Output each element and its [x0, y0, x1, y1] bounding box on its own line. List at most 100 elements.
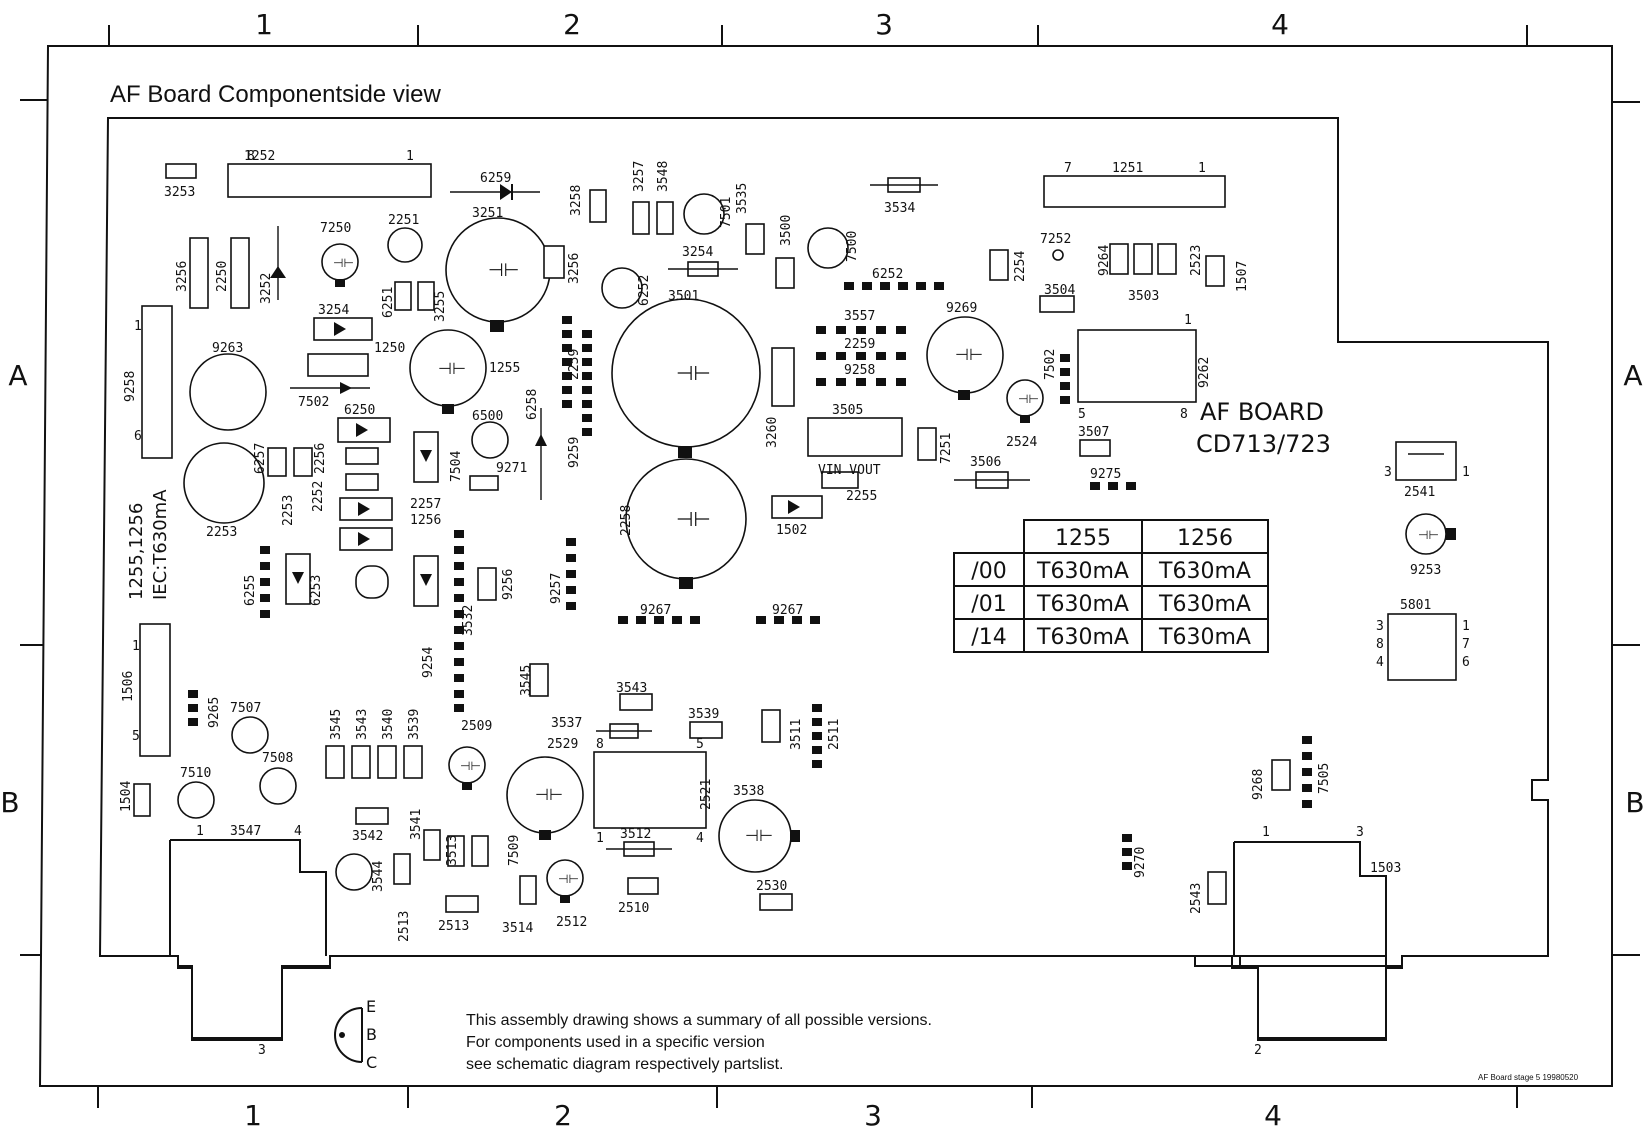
svg-text:9263: 9263 — [212, 341, 243, 356]
svg-text:B: B — [366, 1025, 377, 1044]
capacitor-2502: ⊣⊢ 9269 — [926, 301, 1004, 400]
svg-text:5801: 5801 — [1400, 598, 1431, 613]
svg-text:7502: 7502 — [298, 395, 329, 410]
svg-text:2251: 2251 — [388, 213, 419, 228]
svg-text:2511: 2511 — [827, 719, 842, 750]
grid-labels: 1 2 3 4 1 2 3 4 A A B B — [0, 8, 1644, 1131]
transistors: 7501 7500 2251 6252 6500 7507 7508 7510 … — [177, 193, 860, 892]
svg-text:⊣⊢: ⊣⊢ — [488, 260, 519, 281]
svg-text:6253: 6253 — [309, 575, 324, 606]
svg-text:1: 1 — [406, 149, 414, 164]
svg-text:8: 8 — [1376, 637, 1384, 652]
capacitor-2512: ⊣⊢ 2512 — [546, 859, 587, 930]
connector-1504-footprint — [177, 956, 331, 1039]
svg-text:3253: 3253 — [164, 185, 195, 200]
svg-text:⊣⊢: ⊣⊢ — [438, 359, 466, 378]
svg-text:4: 4 — [696, 831, 704, 846]
table-cell: /01 — [971, 592, 1006, 617]
svg-text:3511: 3511 — [789, 719, 804, 750]
svg-text:3513: 3513 — [445, 835, 460, 866]
grid-col-label: 1 — [255, 8, 273, 41]
svg-text:C: C — [366, 1053, 377, 1072]
capacitor-2522: ⊣⊢ 3538 — [718, 784, 800, 873]
svg-text:2255: 2255 — [846, 489, 877, 504]
svg-text:7502: 7502 — [1043, 349, 1058, 380]
note-line: see schematic diagram respectively parts… — [466, 1056, 783, 1073]
svg-text:3: 3 — [1376, 619, 1384, 634]
connector-1503-footprint — [1231, 956, 1403, 1039]
connector-1506: 1506 1 5 — [121, 623, 171, 757]
svg-text:3542: 3542 — [352, 829, 383, 844]
svg-text:2259: 2259 — [844, 337, 875, 352]
svg-text:1250: 1250 — [374, 341, 405, 356]
svg-text:1503: 1503 — [1370, 861, 1401, 876]
grid-col-label: 4 — [1271, 8, 1289, 41]
svg-text:⊣⊢: ⊣⊢ — [1418, 528, 1439, 542]
capacitor-2511: ⊣⊢ 2509 — [448, 719, 492, 790]
svg-text:8: 8 — [247, 149, 255, 164]
svg-text:7509: 7509 — [507, 835, 522, 866]
svg-text:1502: 1502 — [776, 523, 807, 538]
svg-text:5: 5 — [132, 729, 140, 744]
svg-text:3538: 3538 — [733, 784, 764, 799]
note-line: This assembly drawing shows a summary of… — [466, 1012, 932, 1029]
svg-text:7507: 7507 — [230, 701, 261, 716]
svg-text:3547: 3547 — [230, 824, 261, 839]
page-title: AF Board Componentside view — [110, 81, 442, 108]
svg-text:3505: 3505 — [832, 403, 863, 418]
svg-text:1256: 1256 — [410, 513, 441, 528]
svg-text:1: 1 — [1198, 161, 1206, 176]
svg-text:3257: 3257 — [632, 161, 647, 192]
table-cell: T630mA — [1036, 625, 1129, 650]
svg-text:3543: 3543 — [616, 681, 647, 696]
grid-row-label: B — [1625, 786, 1644, 819]
svg-text:2254: 2254 — [1013, 251, 1028, 282]
ic-7251: 3505 — [807, 403, 903, 457]
grid-col-label: 3 — [875, 8, 893, 41]
svg-text:9259: 9259 — [567, 437, 582, 468]
small-capacitors: 2254 1507 3504 6257 2256 2253 2252 2255 … — [119, 232, 1250, 934]
svg-text:7: 7 — [1462, 637, 1470, 652]
svg-text:2521: 2521 — [699, 779, 714, 810]
svg-text:3545: 3545 — [519, 665, 534, 696]
svg-text:2513: 2513 — [397, 911, 412, 942]
svg-text:1: 1 — [134, 319, 142, 334]
svg-text:2543: 2543 — [1189, 883, 1204, 914]
svg-text:2524: 2524 — [1006, 435, 1037, 450]
svg-text:6251: 6251 — [381, 287, 396, 318]
svg-text:2529: 2529 — [547, 737, 578, 752]
capacitor-2259: ⊣⊢ 1255 — [409, 329, 520, 414]
svg-text:3: 3 — [1356, 825, 1364, 840]
svg-text:7251: 7251 — [939, 433, 954, 464]
svg-text:1255: 1255 — [489, 361, 520, 376]
capacitor-2521: ⊣⊢ 2529 — [506, 737, 584, 840]
svg-text:6255: 6255 — [243, 575, 258, 606]
notes: This assembly drawing shows a summary of… — [466, 1012, 932, 1073]
svg-text:3537: 3537 — [551, 716, 582, 731]
svg-text:7252: 7252 — [1040, 232, 1071, 247]
svg-text:3252: 3252 — [259, 273, 274, 304]
svg-text:3535: 3535 — [735, 183, 750, 214]
svg-text:6252: 6252 — [872, 267, 903, 282]
svg-text:6252: 6252 — [637, 275, 652, 306]
svg-text:2513: 2513 — [438, 919, 469, 934]
capacitor-2251: ⊣⊢ 3251 — [445, 206, 551, 332]
svg-text:6: 6 — [1462, 655, 1470, 670]
note-line: For components used in a specific versio… — [466, 1034, 765, 1051]
svg-text:3254: 3254 — [682, 245, 713, 260]
svg-text:3256: 3256 — [175, 261, 190, 292]
svg-text:⊣⊢: ⊣⊢ — [558, 872, 579, 886]
table-cell: T630mA — [1158, 592, 1251, 617]
svg-text:3512: 3512 — [620, 827, 651, 842]
svg-text:3251: 3251 — [472, 206, 503, 221]
grid-col-label: 1 — [244, 1099, 262, 1131]
table-header: 1256 — [1177, 526, 1233, 551]
svg-text:7508: 7508 — [262, 751, 293, 766]
svg-text:8: 8 — [1180, 407, 1188, 422]
svg-text:2256: 2256 — [313, 443, 328, 474]
svg-text:⊣⊢: ⊣⊢ — [535, 785, 563, 804]
svg-text:⊣⊢: ⊣⊢ — [333, 256, 354, 270]
svg-text:5: 5 — [696, 737, 704, 752]
svg-text:1507: 1507 — [1235, 261, 1250, 292]
